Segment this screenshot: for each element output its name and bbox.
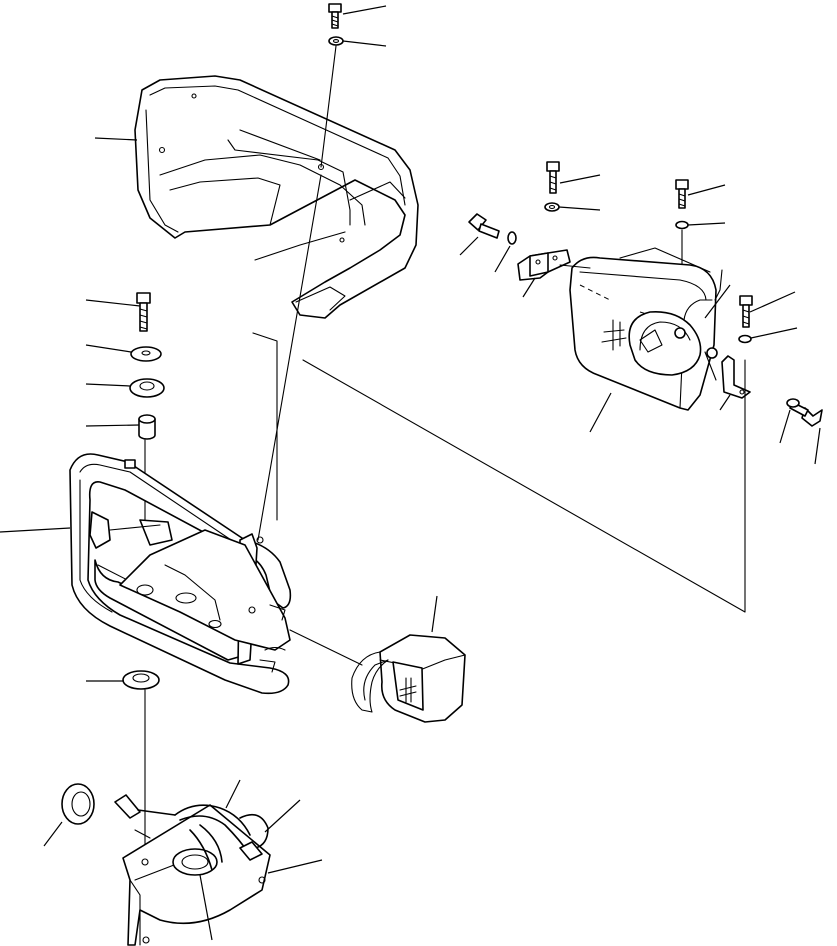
- warning-lamp-large: [569, 247, 718, 411]
- washer: [738, 334, 752, 344]
- grommet: [172, 848, 218, 876]
- washer: [786, 398, 800, 408]
- assembly-line: [257, 174, 322, 541]
- callout-leaders: [0, 5, 821, 941]
- collar: [138, 414, 156, 440]
- upper-guard-cover: [134, 75, 419, 319]
- mount-bracket: [721, 355, 751, 399]
- washer: [130, 346, 162, 362]
- assembly-lines: [134, 264, 746, 839]
- washer: [675, 220, 689, 230]
- grommet: [61, 783, 95, 825]
- bolt: [328, 3, 342, 29]
- bolt: [675, 179, 689, 209]
- bolt: [739, 295, 753, 328]
- bolt: [468, 213, 500, 239]
- washer: [507, 231, 517, 245]
- grommet: [122, 670, 160, 690]
- guard-frame: [69, 453, 292, 695]
- wiring-harness: [114, 794, 269, 871]
- rubber-cushion: [129, 378, 165, 398]
- mount-bracket: [517, 249, 571, 281]
- bolt: [546, 161, 560, 194]
- washer: [328, 36, 344, 46]
- washer: [544, 202, 560, 212]
- assembly-line: [320, 45, 337, 168]
- warning-lamp-small: [351, 634, 466, 723]
- bolt: [136, 292, 151, 332]
